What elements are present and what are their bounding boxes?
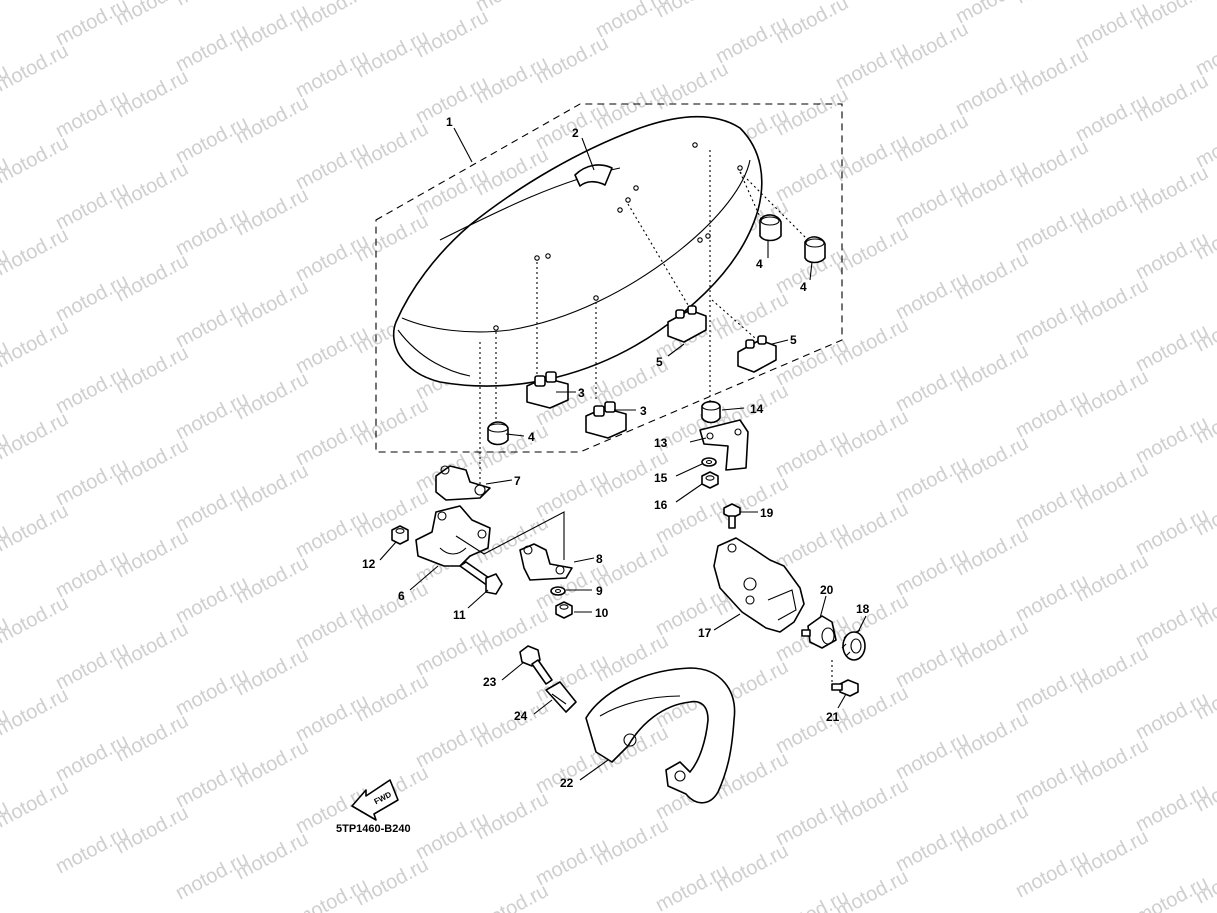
watermark-text: motod.ru bbox=[472, 880, 552, 913]
watermark-text: motod.ru bbox=[0, 132, 72, 188]
callout-23[interactable]: 23 bbox=[483, 675, 497, 689]
plate-part-24[interactable] bbox=[545, 681, 577, 713]
callout-8[interactable]: 8 bbox=[596, 552, 603, 566]
damper-block-part-5b[interactable] bbox=[737, 335, 777, 373]
watermark-text: motod.ru bbox=[0, 776, 72, 832]
callout-18[interactable]: 18 bbox=[856, 602, 870, 616]
callout-numbers: 1 2 3 3 4 4 4 5 5 6 7 8 9 10 11 12 13 14… bbox=[362, 115, 870, 790]
seat-hook-part-7[interactable] bbox=[435, 465, 491, 501]
washer-part-15[interactable] bbox=[701, 457, 717, 467]
callout-13[interactable]: 13 bbox=[654, 436, 668, 450]
callout-11[interactable]: 11 bbox=[453, 608, 466, 622]
seat-part-1[interactable] bbox=[392, 115, 763, 387]
callout-5b[interactable]: 5 bbox=[790, 333, 797, 347]
rubber-damper-part-4b[interactable] bbox=[804, 236, 826, 264]
callout-20[interactable]: 20 bbox=[820, 583, 834, 597]
callout-7[interactable]: 7 bbox=[514, 474, 521, 488]
callout-1[interactable]: 1 bbox=[446, 115, 453, 129]
watermark-text: motod.ru bbox=[1192, 24, 1217, 80]
callout-4c[interactable]: 4 bbox=[528, 430, 535, 444]
watermark-text: motod.ru bbox=[0, 500, 72, 556]
grommet-part-14[interactable] bbox=[701, 400, 721, 424]
leader-lines bbox=[379, 127, 867, 781]
nut-part-10[interactable] bbox=[555, 601, 573, 619]
callout-17[interactable]: 17 bbox=[698, 626, 712, 640]
watermark-text: motod.ru bbox=[0, 316, 72, 372]
damper-block-part-3b[interactable] bbox=[585, 401, 627, 439]
watermark-text: motod.ru bbox=[0, 408, 72, 464]
callout-10[interactable]: 10 bbox=[595, 606, 609, 620]
callout-3b[interactable]: 3 bbox=[640, 404, 647, 418]
watermark-text: motod.ru bbox=[592, 0, 672, 42]
grab-bar-part-22[interactable] bbox=[585, 667, 736, 804]
watermark-text: motod.ru bbox=[0, 40, 72, 96]
lock-bracket-part-17[interactable] bbox=[713, 537, 805, 633]
callout-19[interactable]: 19 bbox=[760, 506, 774, 520]
watermark-text: motod.ru bbox=[0, 592, 72, 648]
diagram-code: 5TP1460-B240 bbox=[336, 823, 411, 835]
bolt-part-11[interactable] bbox=[459, 561, 503, 595]
nut-part-12[interactable] bbox=[391, 525, 409, 545]
bolt-part-19[interactable] bbox=[723, 503, 741, 529]
callout-15[interactable]: 15 bbox=[654, 471, 668, 485]
callout-6[interactable]: 6 bbox=[398, 589, 405, 603]
rubber-damper-part-4a[interactable] bbox=[759, 214, 782, 242]
fwd-arrow-icon: FWD bbox=[351, 779, 399, 821]
watermark-text: motod.ru bbox=[772, 886, 852, 913]
lock-cylinder-part-20[interactable] bbox=[801, 615, 837, 649]
bolt-part-21[interactable] bbox=[831, 679, 859, 697]
watermark-text: motod.ru bbox=[0, 684, 72, 740]
assembly-link-line bbox=[455, 511, 565, 560]
callout-5a[interactable]: 5 bbox=[656, 355, 663, 369]
watermark-text: motod.ru bbox=[1012, 0, 1092, 8]
callout-22[interactable]: 22 bbox=[560, 776, 574, 790]
rubber-damper-part-4c[interactable] bbox=[487, 421, 509, 446]
callout-16[interactable]: 16 bbox=[654, 498, 668, 512]
hook-plate-part-8[interactable] bbox=[519, 543, 573, 581]
bolt-part-23[interactable] bbox=[519, 645, 553, 685]
callout-9[interactable]: 9 bbox=[596, 584, 603, 598]
seat-bracket-part-6[interactable] bbox=[415, 505, 491, 567]
callout-24[interactable]: 24 bbox=[514, 709, 528, 723]
nut-part-16[interactable] bbox=[701, 471, 719, 489]
watermark-text: motod.ru bbox=[0, 0, 72, 4]
assembly-center-lines bbox=[479, 150, 809, 490]
damper-block-part-5a[interactable] bbox=[667, 305, 707, 343]
callout-4a[interactable]: 4 bbox=[756, 257, 763, 271]
watermark-text: motod.ru bbox=[1192, 116, 1217, 172]
watermark-text: motod.ru bbox=[0, 224, 72, 280]
watermark-text: motod.ru bbox=[1132, 872, 1212, 913]
bracket-part-13[interactable] bbox=[699, 419, 749, 471]
callout-3a[interactable]: 3 bbox=[578, 386, 585, 400]
watermark-text: motod.ru bbox=[172, 0, 252, 10]
callout-4b[interactable]: 4 bbox=[800, 280, 807, 294]
callout-2[interactable]: 2 bbox=[572, 126, 579, 140]
callout-14[interactable]: 14 bbox=[750, 402, 764, 416]
seat-assembly-boundary bbox=[375, 103, 843, 453]
lock-cap-part-18[interactable] bbox=[841, 629, 866, 661]
damper-block-part-3a[interactable] bbox=[526, 371, 569, 409]
callout-12[interactable]: 12 bbox=[362, 557, 376, 571]
washer-part-9[interactable] bbox=[550, 586, 566, 596]
callout-21[interactable]: 21 bbox=[826, 710, 840, 724]
